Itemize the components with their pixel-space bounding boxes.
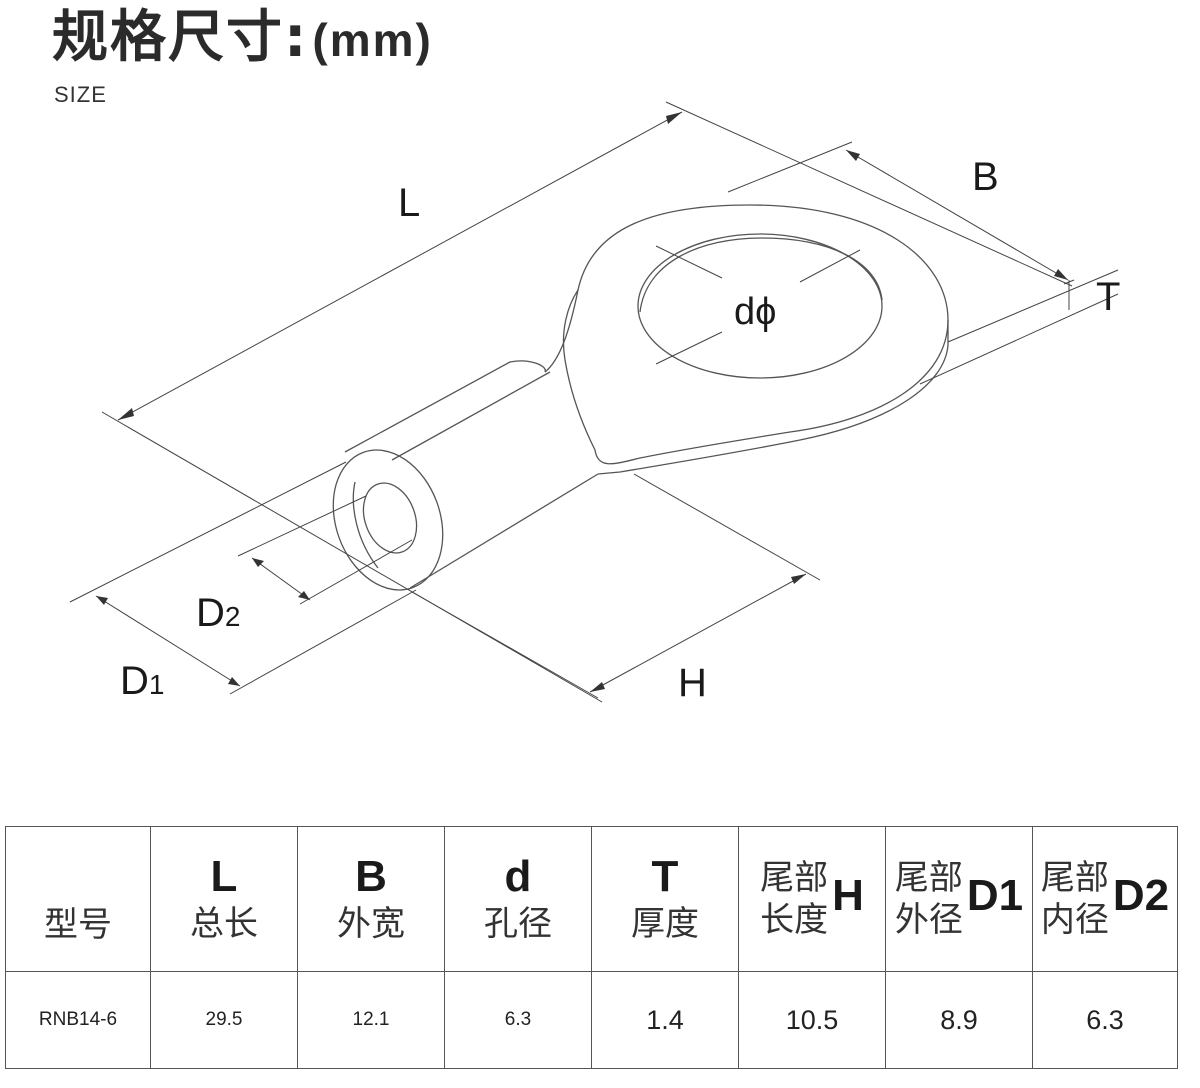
page-subtitle: SIZE xyxy=(54,82,107,107)
ring-terminal-diagram: L B T dϕ D2 D1 H xyxy=(69,101,1120,705)
cell-model: RNB14-6 xyxy=(5,971,151,1069)
label-B: B xyxy=(972,155,999,199)
dimension-arrows xyxy=(96,112,1068,692)
label-H: H xyxy=(678,661,707,705)
neck-upper xyxy=(544,289,579,373)
table-row: RNB14-6 29.5 12.1 6.3 1.4 10.5 8.9 6.3 xyxy=(5,971,1178,1069)
cell-D2: 6.3 xyxy=(1032,971,1178,1069)
header-model: 型号 xyxy=(5,826,151,972)
ring-hole xyxy=(637,233,883,379)
barrel-end-shade xyxy=(352,481,379,569)
cell-D1: 8.9 xyxy=(885,971,1033,1069)
cell-L: 29.5 xyxy=(150,971,298,1069)
page-title: 规格尺寸:(mm) xyxy=(52,2,433,76)
barrel-end-outer xyxy=(332,449,444,591)
cell-H: 10.5 xyxy=(738,971,886,1069)
cell-B: 12.1 xyxy=(297,971,445,1069)
label-D1: D1 xyxy=(120,659,164,703)
ring-hole-inner xyxy=(639,237,883,313)
ring-outer-thickness xyxy=(597,320,949,475)
barrel-bottom xyxy=(409,473,599,589)
barrel-end-inner xyxy=(362,482,418,554)
cell-d: 6.3 xyxy=(444,971,592,1069)
title-unit: (mm) xyxy=(312,14,433,66)
barrel-inner-top xyxy=(391,371,551,461)
title-text: 规格尺寸: xyxy=(52,5,309,70)
label-d: dϕ xyxy=(734,291,776,333)
label-L: L xyxy=(398,181,420,225)
cell-T: 1.4 xyxy=(591,971,739,1069)
label-T: T xyxy=(1096,275,1120,319)
ring-outer-outline xyxy=(562,204,949,465)
label-D2: D2 xyxy=(196,591,240,635)
barrel-top xyxy=(344,360,546,453)
